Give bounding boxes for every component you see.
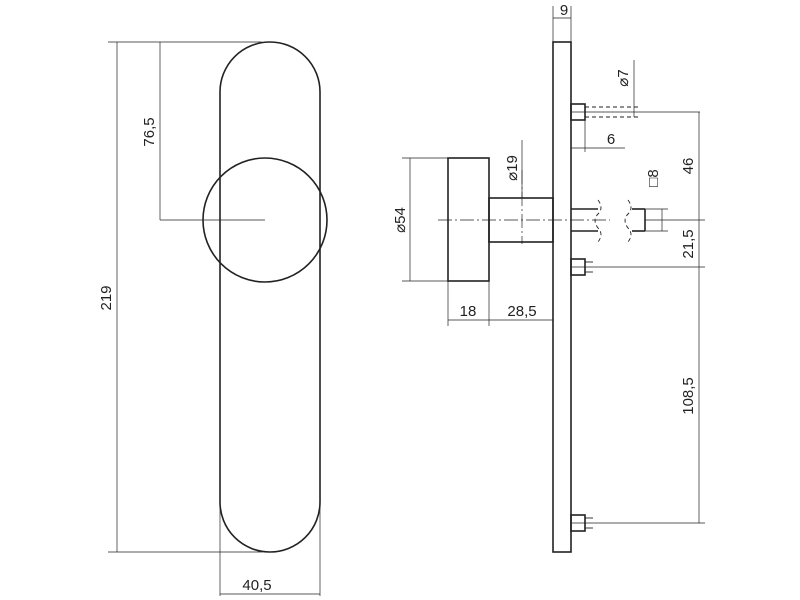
knob-side-outline xyxy=(447,157,490,282)
backplate-outline xyxy=(219,41,321,553)
dim-6-label: 6 xyxy=(607,131,615,148)
dim-7-symbol: ⌀ xyxy=(615,78,632,87)
dim-219-label: 219 xyxy=(98,285,115,310)
dim-7-value: 7 xyxy=(615,69,632,77)
dim-54-value: 54 xyxy=(392,207,409,224)
dim-9-label: 9 xyxy=(560,2,568,19)
dim-76-label: 76,5 xyxy=(141,117,158,146)
dim-7-label: ⌀7 xyxy=(615,69,632,86)
dim-54-symbol: ⌀ xyxy=(392,224,409,233)
dim-8-value: 8 xyxy=(645,169,662,177)
dim-108-label: 108,5 xyxy=(680,377,697,415)
dim-21-label: 21,5 xyxy=(680,229,697,258)
side-view: 9 ⌀54 ⌀19 18 28,5 ⌀7 6 xyxy=(392,2,705,553)
dim-46-label: 46 xyxy=(680,158,697,175)
dim-19-label: ⌀19 xyxy=(504,155,521,181)
dim-40-label: 40,5 xyxy=(242,577,271,594)
spindle-break-right xyxy=(624,199,632,243)
dim-19-symbol: ⌀ xyxy=(504,172,521,181)
dim-18-label: 18 xyxy=(460,303,477,320)
dim-28-label: 28,5 xyxy=(507,303,536,320)
plate-side-outline xyxy=(552,41,572,553)
dim-8-label: □8 xyxy=(645,169,662,186)
dim-19-value: 19 xyxy=(504,155,521,172)
dim-8-symbol: □ xyxy=(645,178,662,187)
front-view: 219 76,5 40,5 xyxy=(98,41,328,596)
spindle-break-left xyxy=(594,199,602,243)
dim-54-label: ⌀54 xyxy=(392,207,409,233)
